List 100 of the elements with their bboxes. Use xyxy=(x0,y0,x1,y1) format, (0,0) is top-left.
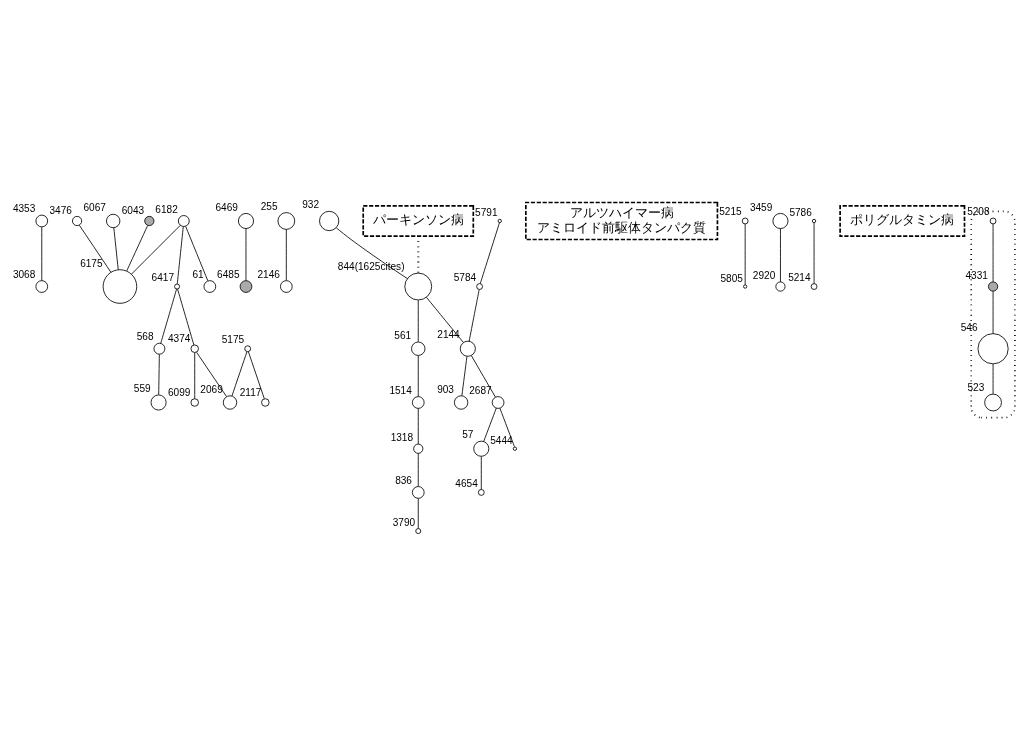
node-circle xyxy=(771,213,788,229)
node-circle xyxy=(741,217,748,225)
connector xyxy=(285,229,287,281)
node-label: 3790 xyxy=(392,516,415,528)
node-label: 2146 xyxy=(256,268,280,280)
connector xyxy=(78,224,111,273)
node-box: ポリグルタミン病 xyxy=(838,205,965,237)
node-circle xyxy=(190,344,199,353)
connector xyxy=(779,228,781,283)
node-box: アルツハイマー病 アミロイド前駆体タンパク質 xyxy=(524,201,718,241)
node-circle xyxy=(237,213,254,229)
connector xyxy=(247,351,265,400)
node-circle xyxy=(177,215,190,227)
node-circle xyxy=(143,215,154,227)
connector xyxy=(992,363,993,395)
connector xyxy=(417,498,419,529)
node-label: 4654 xyxy=(454,477,478,489)
node-circle xyxy=(989,217,996,225)
node-circle xyxy=(512,446,517,451)
node-circle xyxy=(810,283,817,290)
connector xyxy=(184,226,208,282)
node-label: 3068 xyxy=(12,268,35,280)
node-circle xyxy=(491,396,504,409)
connector xyxy=(992,223,993,283)
node-circle xyxy=(222,395,237,410)
connector xyxy=(468,289,480,342)
node-label: 61 xyxy=(191,268,204,280)
node-circle xyxy=(173,283,180,290)
connector xyxy=(992,290,993,334)
node-circle xyxy=(239,280,252,293)
connector xyxy=(157,353,160,396)
node-circle xyxy=(150,394,167,411)
node-label: 6067 xyxy=(83,202,106,214)
node-label: 3476 xyxy=(48,204,72,216)
connector xyxy=(744,223,746,286)
connector xyxy=(176,288,194,346)
connector xyxy=(245,228,246,281)
node-label: 6417 xyxy=(151,272,174,284)
node-circle xyxy=(414,528,421,534)
node-label: 255 xyxy=(260,200,278,212)
node-label: 559 xyxy=(133,383,151,395)
node-circle xyxy=(279,280,293,293)
node-label: 2144 xyxy=(436,329,460,341)
node-label: 561 xyxy=(393,330,411,342)
connector xyxy=(130,224,181,275)
connector xyxy=(193,352,195,400)
node-label: 6469 xyxy=(214,201,238,213)
connector xyxy=(813,222,814,284)
node-label: 932 xyxy=(301,199,319,211)
node-label: 2069 xyxy=(199,383,223,395)
node-circle xyxy=(153,342,165,355)
node-circle xyxy=(318,210,339,232)
node-label: 6043 xyxy=(121,204,144,216)
node-circle xyxy=(403,272,432,301)
connector xyxy=(479,222,500,284)
node-label: 2920 xyxy=(752,270,775,282)
node-circle xyxy=(411,396,425,409)
connector xyxy=(176,226,184,285)
node-circle xyxy=(105,213,120,229)
node-circle xyxy=(34,280,48,293)
node-circle xyxy=(497,218,502,224)
node-label: 4353 xyxy=(12,203,35,215)
connector xyxy=(470,355,496,398)
node-label: 5805 xyxy=(720,273,743,284)
connector xyxy=(417,453,419,487)
connector xyxy=(480,456,482,490)
node-circle xyxy=(203,280,216,293)
node-label: 3459 xyxy=(749,201,772,213)
node-circle xyxy=(71,215,82,227)
node-circle xyxy=(977,333,1009,365)
node-circle xyxy=(412,443,423,454)
node-label: 2687 xyxy=(468,384,492,396)
node-circle xyxy=(742,284,747,289)
node-circle xyxy=(987,281,998,292)
node-label: 6099 xyxy=(167,386,190,398)
node-label: 6175 xyxy=(79,257,103,269)
node-circle xyxy=(472,440,489,457)
node-circle xyxy=(190,398,199,407)
node-circle xyxy=(411,486,425,499)
node-circle xyxy=(260,398,269,407)
node-circle xyxy=(102,269,137,304)
connector xyxy=(425,296,464,343)
node-label: 903 xyxy=(436,383,454,395)
node-label: 5786 xyxy=(788,207,812,219)
node-circle xyxy=(277,212,295,230)
node-label: 5214 xyxy=(787,271,811,283)
node-label: 5444 xyxy=(489,435,513,447)
node-circle xyxy=(243,345,251,353)
connector xyxy=(40,226,42,281)
node-circle xyxy=(475,283,483,290)
node-circle xyxy=(811,218,816,224)
node-label: 4331 xyxy=(964,270,988,282)
node-circle xyxy=(983,393,1002,412)
connector xyxy=(460,355,467,397)
node-label: 5791 xyxy=(474,207,498,219)
node-label: 523 xyxy=(966,382,984,394)
node-box: パーキンソン病 xyxy=(361,205,474,237)
connector xyxy=(498,407,515,448)
node-label: 1318 xyxy=(390,432,413,444)
node-label: 57 xyxy=(461,429,473,441)
